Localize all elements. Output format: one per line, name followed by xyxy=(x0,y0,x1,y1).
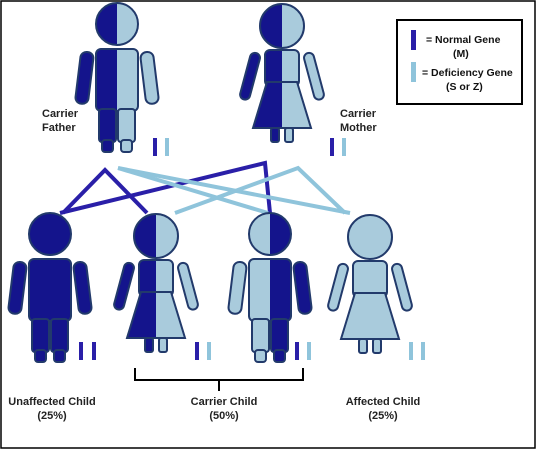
legend-deficiency-label: = Deficiency Gene xyxy=(422,67,513,79)
child3-gene-b xyxy=(307,342,311,360)
legend-deficiency-code: (S or Z) xyxy=(446,81,483,93)
father-normal-lines xyxy=(61,167,149,215)
legend: = Normal Gene (M) = Deficiency Gene (S o… xyxy=(396,19,523,105)
child2-gene-a xyxy=(195,342,199,360)
child4-gene-b xyxy=(421,342,425,360)
carrier-percent: (50%) xyxy=(209,410,239,422)
legend-normal-swatch xyxy=(411,30,416,50)
legend-deficiency-swatch xyxy=(411,62,416,82)
legend-box xyxy=(396,19,523,105)
mother-gene-normal xyxy=(330,138,334,156)
child1-gene-b xyxy=(92,342,96,360)
mother-deficiency-lines xyxy=(174,165,347,215)
affected-percent: (25%) xyxy=(368,410,398,422)
unaffected-label: Unaffected Child xyxy=(8,396,95,408)
father-gene-deficiency xyxy=(165,138,169,156)
unaffected-percent: (25%) xyxy=(37,410,67,422)
child3-gene-a xyxy=(295,342,299,360)
father-gene-normal xyxy=(153,138,157,156)
legend-normal-code: (M) xyxy=(453,48,469,60)
affected-label: Affected Child xyxy=(346,396,421,408)
mother-label-line2: Mother xyxy=(340,122,377,134)
mother-label-line1: Carrier xyxy=(340,108,377,120)
legend-normal-label: = Normal Gene xyxy=(426,34,501,46)
gene-markers xyxy=(79,138,425,360)
inheritance-lines xyxy=(59,160,351,215)
father-deficiency-lines-2 xyxy=(117,166,269,215)
father-label-line2: Father xyxy=(42,122,76,134)
child4-gene-a xyxy=(409,342,413,360)
child2-gene-b xyxy=(207,342,211,360)
carrier-label: Carrier Child xyxy=(191,396,258,408)
child1-gene-a xyxy=(79,342,83,360)
carrier-bracket xyxy=(134,368,304,391)
father-label-line1: Carrier xyxy=(42,108,79,120)
mother-gene-deficiency xyxy=(342,138,346,156)
